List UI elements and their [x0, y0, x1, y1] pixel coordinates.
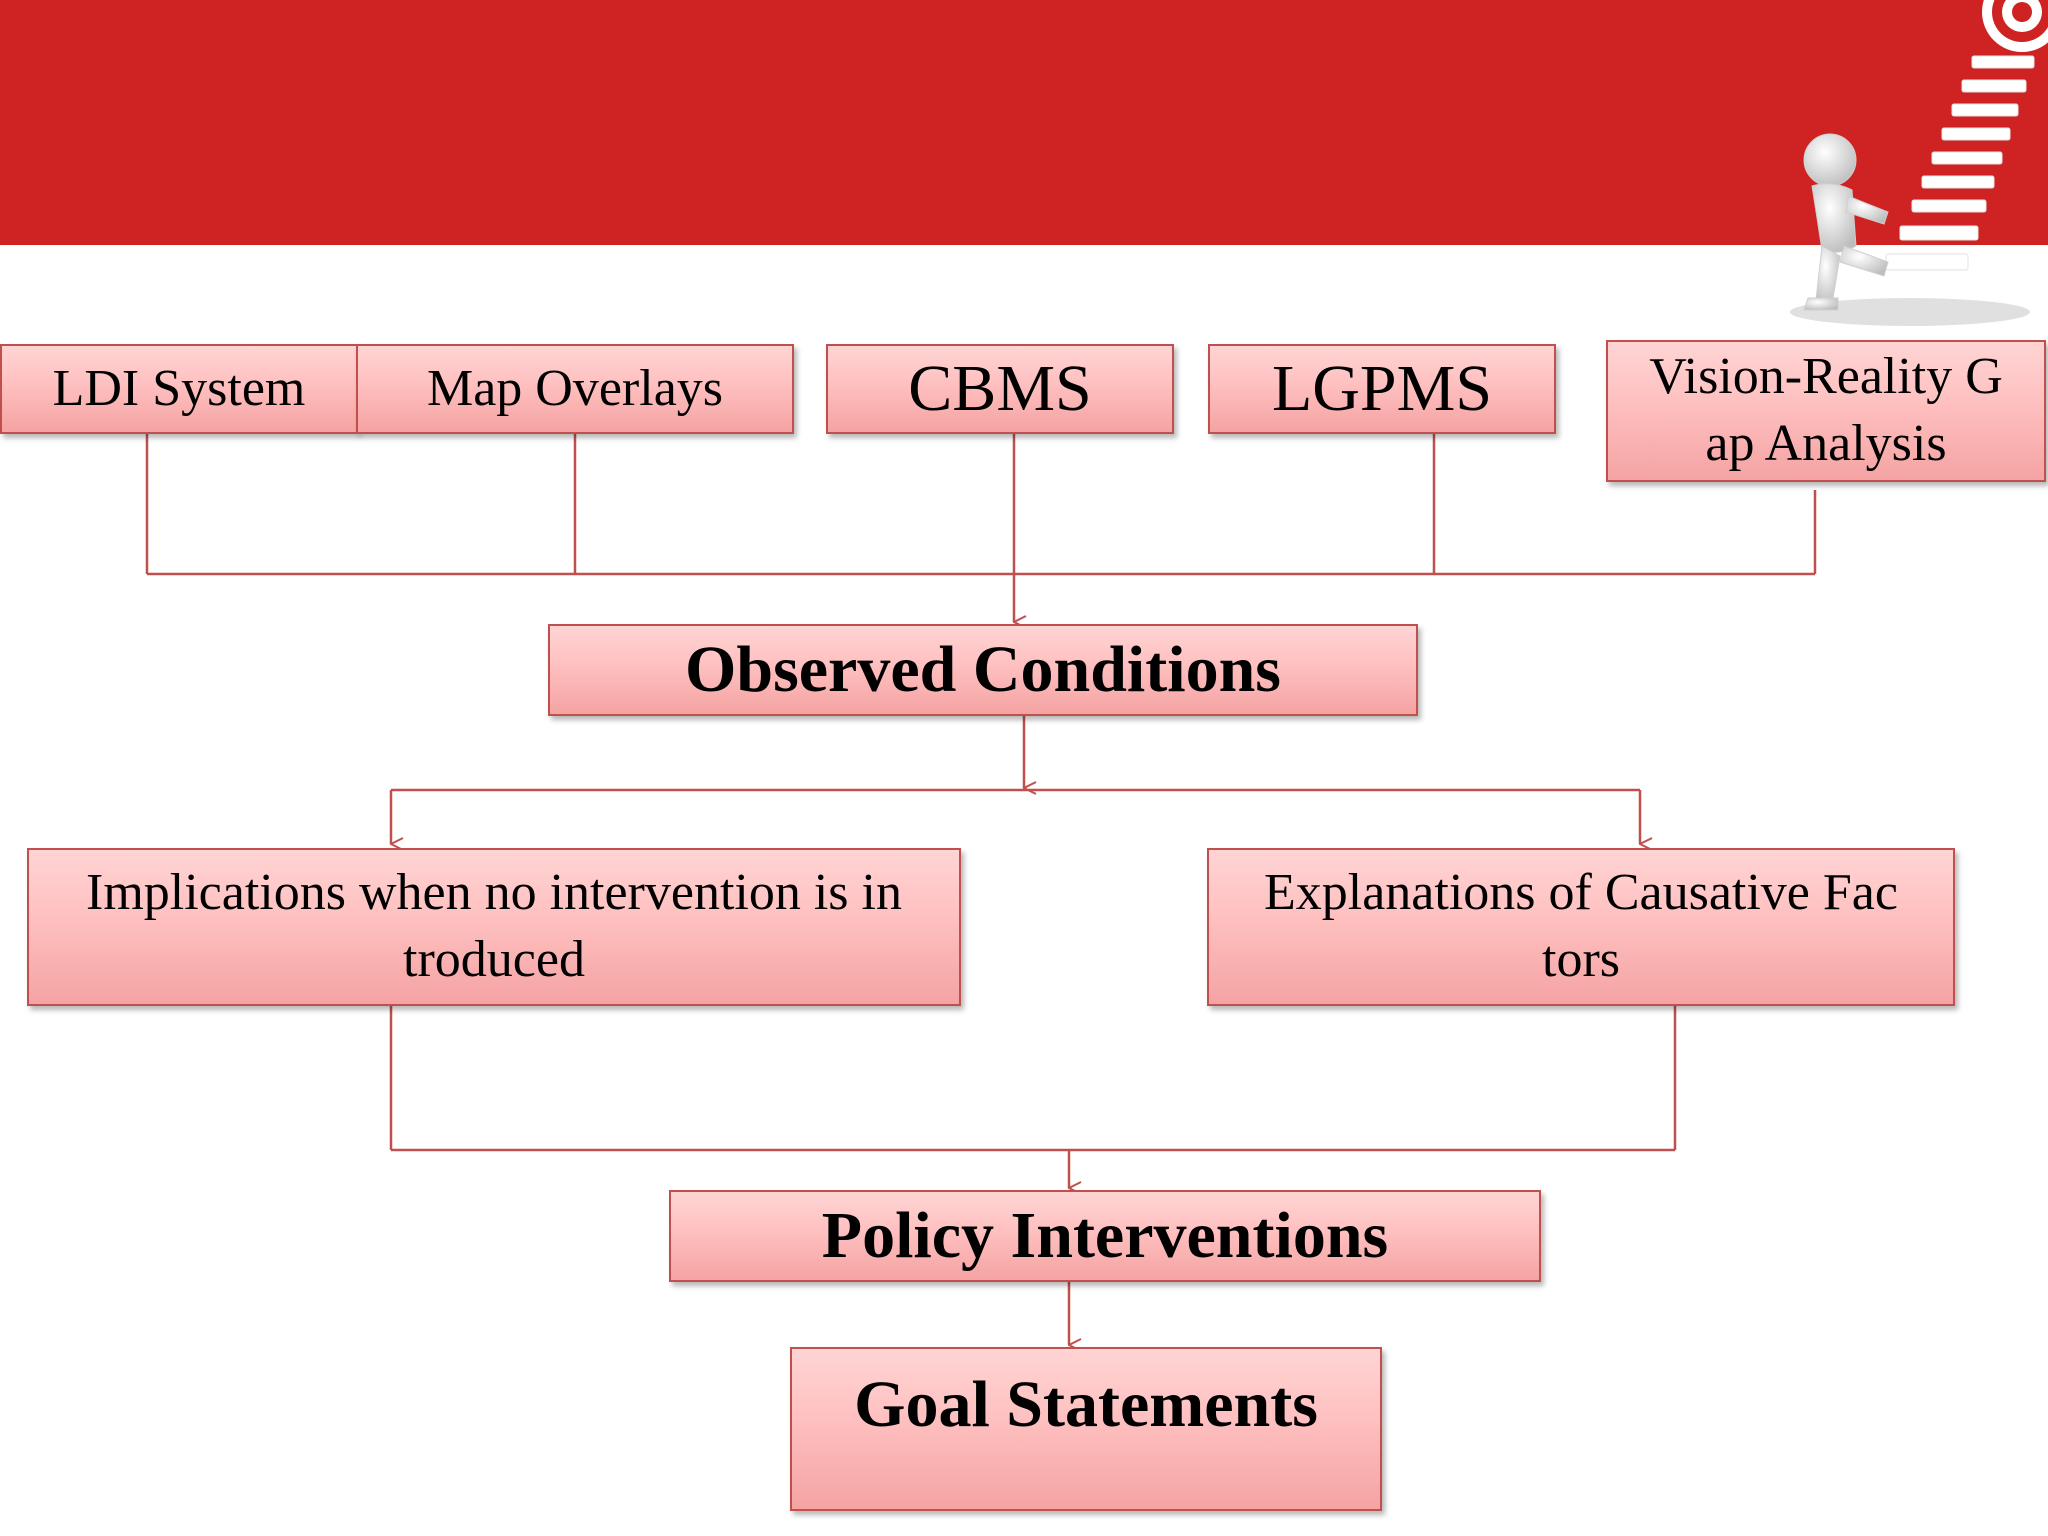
implications-box: Implications when no intervention is in … — [27, 848, 961, 1006]
person-figure-icon — [1803, 133, 1889, 311]
lgpms-label: LGPMS — [1271, 351, 1493, 425]
policy-interventions-box: Policy Interventions — [669, 1190, 1541, 1282]
vision-reality-gap-box: Vision-Reality G ap Analysis — [1606, 340, 2046, 482]
map-overlays-box: Map Overlays — [356, 344, 794, 434]
map-overlays-label: Map Overlays — [426, 359, 724, 417]
target-icon — [1982, 0, 2048, 52]
header-banner — [0, 0, 2048, 245]
observed-conditions-label: Observed Conditions — [685, 632, 1281, 706]
explanations-box: Explanations of Causative Fac tors — [1207, 848, 1955, 1006]
figure-climbing-stairs-to-target-icon — [1790, 0, 2048, 326]
goal-statements-label: Goal Statements — [854, 1368, 1318, 1441]
explanations-label-line1: Explanations of Causative Fac — [1264, 864, 1898, 922]
implications-label-line2: troduced — [403, 931, 585, 988]
ldi-system-box: LDI System — [0, 344, 358, 434]
explanations-label-line2: tors — [1542, 931, 1620, 988]
policy-interventions-label: Policy Interventions — [821, 1198, 1389, 1272]
ldi-system-label: LDI System — [52, 359, 306, 417]
vision-reality-gap-label-line1: Vision-Reality G — [1649, 348, 2003, 406]
observed-conditions-box: Observed Conditions — [548, 624, 1418, 716]
cbms-label: CBMS — [908, 351, 1092, 425]
stairs-icon — [1885, 55, 2035, 271]
implications-label-line1: Implications when no intervention is in — [86, 864, 902, 922]
vision-reality-gap-label-line2: ap Analysis — [1705, 415, 1947, 472]
cbms-box: CBMS — [826, 344, 1174, 434]
lgpms-box: LGPMS — [1208, 344, 1556, 434]
goal-statements-box: Goal Statements — [790, 1347, 1382, 1511]
